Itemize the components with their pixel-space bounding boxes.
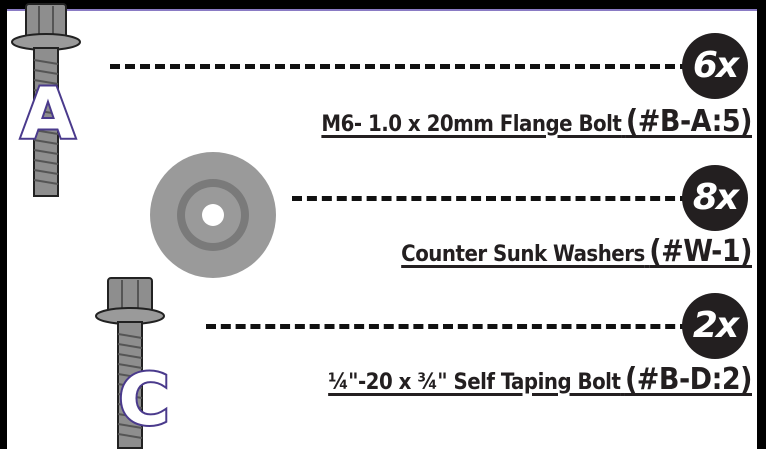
quantity-badge-a: 6x xyxy=(682,33,748,99)
svg-text:C: C xyxy=(118,359,169,438)
frame-top-border xyxy=(0,0,766,9)
flange-bolt-icon xyxy=(11,3,81,197)
part-name-a: M6- 1.0 x 20mm Flange Bolt xyxy=(321,112,622,137)
quantity-badge-b: 8x xyxy=(682,165,748,231)
part-label-a: M6- 1.0 x 20mm Flange Bolt (#B-A:5) xyxy=(321,104,752,139)
washer-icon xyxy=(150,152,276,278)
quantity-badge-c: 2x xyxy=(682,293,748,359)
part-letter-a: A xyxy=(19,72,77,152)
leader-line-c xyxy=(206,324,690,329)
part-code-c: (#B-D:2) xyxy=(624,362,753,397)
part-code-a: (#B-A:5) xyxy=(625,104,753,139)
part-label-b: Counter Sunk Washers (#W-1) xyxy=(401,234,752,269)
leader-line-b xyxy=(292,196,690,201)
frame-accent-line xyxy=(0,9,766,11)
leader-line-a xyxy=(110,64,690,69)
part-code-b: (#W-1) xyxy=(649,234,752,269)
part-name-b: Counter Sunk Washers xyxy=(401,242,645,267)
frame-right-border xyxy=(757,0,766,449)
self-tapping-bolt-icon xyxy=(95,277,165,449)
part-name-c: ¼"-20 x ¾" Self Taping Bolt xyxy=(328,370,621,395)
part-label-c: ¼"-20 x ¾" Self Taping Bolt (#B-D:2) xyxy=(328,362,752,397)
svg-text:A: A xyxy=(21,73,75,152)
frame-left-border xyxy=(0,0,7,449)
part-letter-c: C xyxy=(116,358,171,438)
